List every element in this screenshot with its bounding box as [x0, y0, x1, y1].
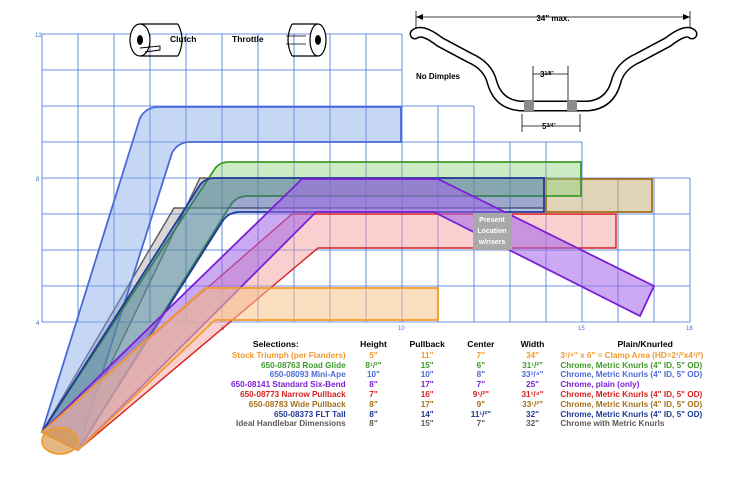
width-value: 31¹/⁴": [521, 389, 544, 399]
header-selections: Selections:: [252, 339, 299, 349]
height-value: 5": [369, 350, 378, 360]
center-value: 11¹/²": [470, 409, 492, 419]
table-row: 650-08763 Road Glide 8¹/²" 15" 6" 31¹/²" Chro…: [206, 361, 730, 371]
finish-value: Chrome, plain (only): [560, 380, 640, 390]
selection-name: 650-08093 Mini-Ape: [269, 370, 346, 380]
center-value: 8": [476, 370, 486, 380]
flt-tall-shape: [40, 177, 545, 452]
throttle-label: Throttle: [232, 34, 264, 44]
pullback-value: 10": [420, 370, 434, 380]
selection-name: 650-08373 FLT Tall: [274, 409, 346, 419]
table-row: 650-08773 Narrow Pullback 7" 16" 9¹/²" 31¹/⁴…: [206, 390, 730, 400]
no-dimples-label: No Dimples: [416, 72, 461, 81]
table-row: 650-08093 Mini-Ape 10" 10" 8" 33³/⁴" Chrome, …: [206, 370, 730, 380]
header-center: Center: [467, 339, 495, 349]
throttle-grip-icon: [286, 23, 327, 57]
overall-width-label: 34" max.: [536, 14, 569, 23]
present-location-line2: Location: [477, 228, 506, 235]
center-value: 6": [476, 360, 486, 370]
pullback-value: 17": [420, 399, 434, 409]
pullback-value: 14": [420, 409, 434, 419]
x-tick-5: 5: [221, 326, 225, 332]
inner-dimension-label: 31/8": [540, 70, 554, 79]
center-value: 9": [476, 399, 486, 409]
pullback-value: 17": [420, 380, 434, 390]
finish-value: Chrome, Metric Knurls (4" ID, 5" OD): [560, 399, 703, 409]
mini-ape-shape: [40, 106, 402, 452]
width-value: 31¹/²": [522, 360, 543, 370]
finish-value: Chrome, Metric Knurls (4" ID, 5" OD): [560, 409, 703, 419]
pullback-value: 15": [420, 419, 434, 429]
selection-name: 650-08773 Narrow Pullback: [240, 389, 346, 399]
x-tick-10: 10: [398, 326, 405, 332]
selection-name: Stock Triumph (per Flanders): [231, 350, 346, 360]
clutch-grip-icon: [129, 23, 183, 57]
handlebar-selection-table: Selections: Height Pullback Center Width…: [206, 339, 730, 429]
x-tick-18: 18: [686, 326, 693, 332]
clutch-label: Clutch: [170, 34, 196, 44]
table-header-row: Selections: Height Pullback Center Width…: [206, 339, 730, 351]
road-glide-shape: [40, 161, 582, 452]
selection-name: 650-08141 Standard Six-Bend: [230, 380, 346, 390]
width-value: 34": [526, 350, 540, 360]
present-location-line1: Present: [479, 217, 505, 224]
table-row: 650-08783 Wide Pullback 8" 17" 9" 33¹/²" Chro…: [206, 400, 730, 410]
table-row: Ideal Handlebar Dimensions 8" 15" 7" 32" Chro…: [206, 419, 730, 429]
finish-value: Chrome with Metric Knurls: [560, 419, 665, 429]
header-width: Width: [520, 339, 545, 349]
header-height: Height: [360, 339, 387, 349]
center-value: 7": [476, 350, 486, 360]
stock-triumph-shape: [40, 287, 439, 455]
y-tick-4: 4: [36, 321, 40, 327]
height-value: 8¹/²": [365, 360, 382, 370]
handlebar-front-view: [409, 11, 698, 132]
table-row: 650-08141 Standard Six-Bend 8" 17" 7" 25" Chr…: [206, 380, 730, 390]
finish-value: Chrome, Metric Knurls (4" ID, 5" OD): [560, 360, 703, 370]
width-value: 32": [526, 419, 540, 429]
selection-name: 650-08763 Road Glide: [261, 360, 346, 370]
table-row: Stock Triumph (per Flanders) 5" 11" 7" 34" 3¹…: [206, 351, 730, 361]
width-value: 25": [526, 380, 540, 390]
height-value: 7": [369, 389, 378, 399]
selection-name: 650-08783 Wide Pullback: [248, 399, 346, 409]
present-location-line3: w/risers: [478, 239, 506, 246]
width-value: 33¹/²": [522, 399, 543, 409]
selection-name: Ideal Handlebar Dimensions: [236, 419, 346, 429]
header-pullback: Pullback: [409, 339, 445, 349]
header-plain-knurled: Plain/Knurled: [617, 339, 673, 349]
center-value: 7": [476, 380, 486, 390]
height-value: 8": [369, 409, 378, 419]
pullback-value: 16": [420, 389, 434, 399]
width-value: 32": [526, 409, 540, 419]
finish-value: Chrome, Metric Knurls (4" ID, 5" OD): [560, 389, 703, 399]
y-tick-8: 8: [36, 177, 40, 183]
finish-value: Chrome, Metric Knurls (4" ID, 5" OD): [560, 370, 703, 380]
height-value: 8": [369, 419, 378, 429]
y-tick-12: 12: [35, 33, 42, 39]
center-value: 9¹/²": [472, 389, 489, 399]
pullback-value: 11": [420, 350, 434, 360]
x-tick-15: 15: [578, 326, 585, 332]
finish-value: 3¹/⁴" x 6" = Clamp Area (HD=2¹/²x4³/²): [560, 350, 704, 360]
present-location-box: [473, 213, 512, 250]
height-value: 8": [369, 399, 378, 409]
pullback-value: 15": [420, 360, 434, 370]
center-value: 7": [476, 419, 486, 429]
outer-dimension-label: 53/4": [542, 122, 556, 131]
height-value: 10": [367, 370, 380, 380]
height-value: 8": [369, 380, 378, 390]
table-row: 650-08373 FLT Tall 8" 14" 11¹/²" 32" Chrome, …: [206, 410, 730, 420]
width-value: 33³/⁴": [521, 370, 544, 380]
